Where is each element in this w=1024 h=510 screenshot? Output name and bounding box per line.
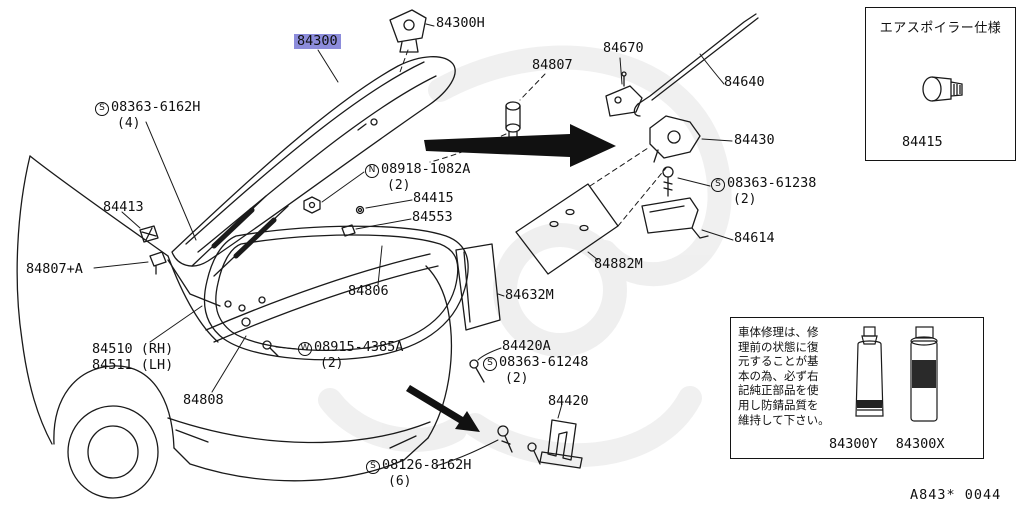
part-label-84300X[interactable]: 84300X (895, 436, 945, 452)
washer-bolt (262, 340, 279, 357)
car-body (16, 155, 452, 499)
part-label-84300-highlighted[interactable]: 84300 (294, 34, 341, 49)
part-label-84511-LH[interactable]: 84511 (LH) (92, 357, 174, 373)
part-label-84300H[interactable]: 84300H (436, 15, 485, 31)
lock-cylinder-part (505, 101, 521, 141)
part-label-84300Y[interactable]: 84300Y (829, 436, 878, 452)
latch-bolt (662, 166, 674, 197)
circled-n-icon: N (365, 163, 379, 178)
circled-s-icon: S (483, 356, 497, 371)
plus-a-part (149, 251, 167, 275)
quantity: (6) (388, 473, 412, 489)
air-spoiler-spec-box: エアスポイラー仕様 84415 (865, 7, 1016, 161)
arrow-down-right-icon (406, 385, 480, 432)
quantity: (2) (320, 355, 344, 371)
part-label-84430[interactable]: 84430 (734, 132, 775, 148)
part-label-84420A[interactable]: 84420A (502, 338, 551, 354)
part-label-84670[interactable]: 84670 (603, 40, 644, 56)
quantity: (4) (117, 115, 141, 131)
drawing-code: A843* 0044 (910, 487, 1002, 503)
washer-grommet (341, 205, 365, 237)
quantity: (2) (733, 191, 757, 207)
torsion-rod (633, 13, 759, 117)
part-label-84808[interactable]: 84808 (183, 392, 224, 408)
circled-w-icon: W (298, 341, 312, 356)
body-repair-note-box: 車体修理は、修 理前の状態に復 元することが基 本の為、必ず右 記純正部品を使 … (730, 317, 984, 459)
part-label-84415-spoiler[interactable]: 84415 (902, 134, 943, 150)
repair-note-text: 車体修理は、修 理前の状態に復 元することが基 本の為、必ず右 記純正部品を使 … (738, 325, 830, 427)
clip-part (139, 225, 159, 243)
striker-bolts (497, 425, 541, 465)
circled-s-icon: S (711, 177, 725, 192)
quantity: (2) (387, 177, 411, 193)
circled-s-icon: S (366, 459, 380, 474)
part-label-84415[interactable]: 84415 (413, 190, 454, 206)
air-spoiler-title: エアスポイラー仕様 (879, 21, 1002, 36)
hinge-part (605, 71, 643, 117)
part-label-84807[interactable]: 84807 (532, 57, 573, 73)
latch-part (649, 115, 701, 163)
part-label-84553[interactable]: 84553 (412, 209, 453, 225)
finisher-bracket (455, 243, 501, 331)
quantity: (2) (505, 370, 529, 386)
part-label-84614[interactable]: 84614 (734, 230, 775, 246)
sealant-tube-illustration (855, 326, 884, 417)
watermark (318, 45, 732, 468)
spoiler-grommet-illustration (922, 76, 963, 102)
bracket-part (641, 197, 709, 239)
part-label-84640[interactable]: 84640 (724, 74, 765, 90)
repair-part-labels: 84300Y 84300X (829, 436, 963, 452)
circled-s-icon: S (95, 101, 109, 116)
part-label-84807-plus-A[interactable]: 84807+A (26, 261, 83, 277)
leader-lines (93, 23, 734, 467)
trunk-lid (171, 56, 456, 267)
part-label-84420[interactable]: 84420 (548, 393, 589, 409)
part-label-84632M[interactable]: 84632M (505, 287, 554, 303)
part-label-84806[interactable]: 84806 (348, 283, 389, 299)
part-label-84882M[interactable]: 84882M (594, 256, 643, 272)
spray-can-illustration (910, 326, 938, 422)
escutcheon-part (389, 9, 427, 53)
arrow-right-icon (424, 124, 616, 167)
weatherstrip (203, 225, 469, 361)
nut-part (303, 196, 321, 214)
trunk-stays (167, 195, 289, 327)
part-label-84510-RH[interactable]: 84510 (RH) (92, 341, 174, 357)
torsion-bars (205, 253, 439, 343)
striker-part (539, 419, 583, 469)
small-bolt-a (469, 359, 485, 383)
part-label-84413[interactable]: 84413 (103, 199, 144, 215)
